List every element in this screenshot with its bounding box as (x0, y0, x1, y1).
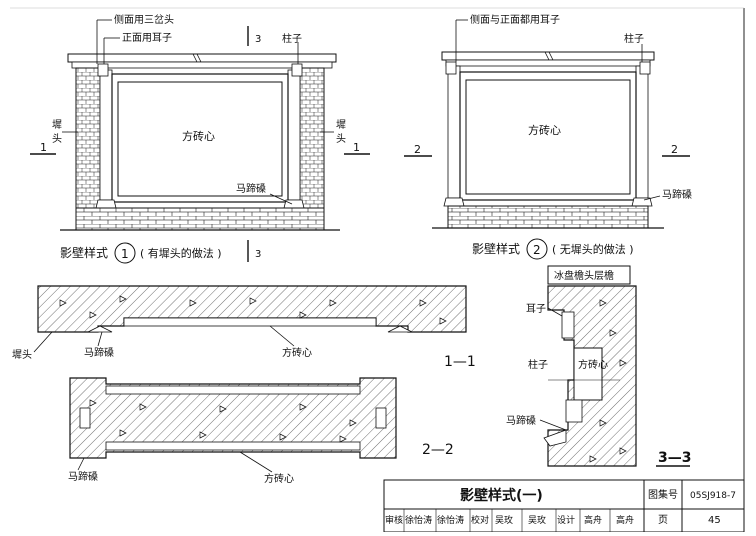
label-matiji-2: 马蹄磉 (662, 188, 692, 201)
atlas-label: 图集号 (648, 488, 678, 501)
hatch-triangle-14 (119, 429, 127, 437)
atlas-no: 05SJ918-7 (690, 491, 736, 501)
hatch-triangle-19 (609, 329, 617, 337)
title-block-title: 影壁样式(一) (460, 487, 543, 504)
hatch-triangle-12 (299, 403, 307, 411)
callout-front: 正面用耳子 (122, 32, 172, 44)
page-no: 45 (708, 515, 721, 526)
caption-2-title: 影壁样式 (472, 241, 520, 256)
cut-right-1: 1 (353, 141, 360, 154)
caption-2-number: 2 (533, 243, 541, 257)
hatch-triangle-7 (299, 311, 307, 319)
hatch-triangle-17 (339, 435, 347, 443)
hatch-triangle-0 (59, 299, 67, 307)
hatch-triangle-9 (89, 399, 97, 407)
callout-side: 侧面用三岔头 (114, 13, 174, 26)
checker-sig: 吴玫 (528, 514, 546, 526)
hatch-triangle-8 (439, 317, 447, 325)
label-chuangtou-right: 墀头 (336, 119, 346, 145)
s22-label-center: 方砖心 (264, 472, 294, 485)
hatch-triangle-3 (249, 297, 257, 305)
s11-label-chuangtou: 墀头 (12, 349, 32, 361)
label-post-2: 柱子 (624, 32, 644, 45)
designer: 高舟 (584, 514, 602, 526)
hatch-triangle-11 (219, 405, 227, 413)
caption-2-note: ( 无墀头的做法 ) (552, 242, 634, 256)
s33-label-matiji: 马蹄磉 (506, 414, 536, 427)
hatch-triangle-4 (329, 299, 337, 307)
checker: 吴玫 (495, 514, 513, 526)
hatch-triangle-20 (619, 359, 627, 367)
hatch-triangle-1 (119, 295, 127, 303)
s22-label-matiji: 马蹄磉 (68, 470, 98, 483)
elevation-2: 侧面与正面都用耳子 柱子 方砖心 马蹄磉 2 2 影壁样式 2 ( 无墀头的做法… (404, 13, 692, 260)
reviewer-sig: 徐怡涛 (437, 514, 464, 526)
hatch-triangle-21 (599, 419, 607, 427)
s33-title: 3—3 (658, 450, 691, 466)
caption-1-number: 1 (121, 247, 129, 261)
caption-1-title: 影壁样式 (60, 245, 108, 260)
section-3-3: 冰盘檐头层檐 耳子 柱子 方砖心 马蹄磉 3—3 (506, 265, 691, 467)
cut-left-2: 2 (414, 143, 421, 156)
hatch-triangle-22 (619, 447, 627, 455)
s11-title: 1—1 (444, 354, 476, 370)
label-chuangtou-left: 墀头 (52, 119, 62, 145)
label-matiji: 马蹄磉 (236, 182, 266, 195)
cut-right-2: 2 (671, 143, 678, 156)
hatch-triangle-6 (89, 311, 97, 319)
s11-label-matiji: 马蹄磉 (84, 346, 114, 359)
s33-label-center: 方砖心 (578, 358, 608, 371)
s11-label-center: 方砖心 (282, 346, 312, 359)
reviewer: 徐怡涛 (405, 514, 432, 526)
title-block: 影壁样式(一) 图集号 05SJ918-7 审核 徐怡涛 徐怡涛 校对 吴玫 吴… (383, 479, 745, 533)
caption-1-section: 3 (255, 249, 261, 260)
s33-label-eave: 冰盘檐头层檐 (554, 269, 614, 282)
label-center-2: 方砖心 (528, 123, 561, 137)
hatch-triangle-10 (139, 403, 147, 411)
hatch-triangle-2 (189, 299, 197, 307)
hatch-triangle-5 (419, 299, 427, 307)
review-label: 审核 (385, 514, 403, 526)
hatch-triangle-18 (599, 299, 607, 307)
page-label: 页 (658, 514, 668, 526)
s33-label-post: 柱子 (528, 358, 548, 371)
designer-sig: 高舟 (616, 514, 634, 526)
elevation-1: 侧面用三岔头 正面用耳子 3 柱子 墀头 墀头 方砖心 马蹄磉 1 1 影壁样式… (30, 13, 370, 264)
hatch-triangle-15 (199, 431, 207, 439)
cut-left-1: 1 (40, 141, 47, 154)
section-mark-3: 3 (255, 34, 261, 45)
callout-side-front: 侧面与正面都用耳子 (470, 13, 560, 26)
hatch-triangle-13 (349, 419, 357, 427)
s33-label-erzi: 耳子 (526, 303, 546, 315)
section-2-2: 马蹄磉 方砖心 2—2 (68, 377, 454, 485)
hatch-triangle-16 (279, 433, 287, 441)
design-label: 设计 (557, 514, 575, 526)
label-post: 柱子 (282, 32, 302, 45)
s22-title: 2—2 (422, 442, 454, 458)
label-center: 方砖心 (182, 129, 215, 143)
check-label: 校对 (471, 514, 489, 526)
section-1-1: 墀头 马蹄磉 方砖心 1—1 (12, 285, 476, 370)
hatch-triangle-23 (589, 455, 597, 463)
caption-1-note: ( 有墀头的做法 ) (140, 246, 222, 260)
